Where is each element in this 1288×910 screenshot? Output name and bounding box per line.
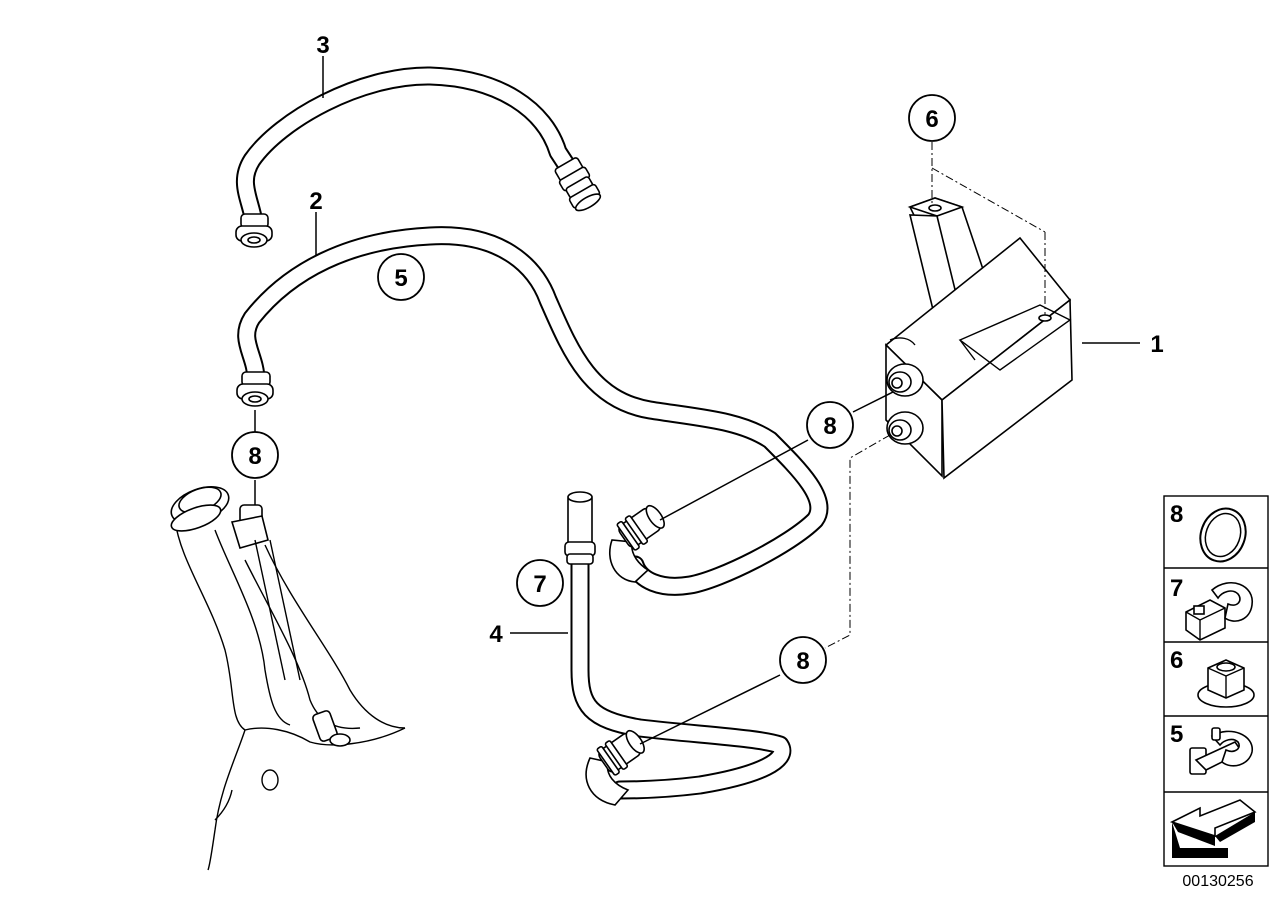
callout-circle-8-left: 8 [231,431,279,479]
hose-2[interactable] [236,226,829,596]
clip-bracket-icon [1185,581,1253,641]
svg-text:8: 8 [796,648,809,675]
svg-text:5: 5 [1170,721,1183,748]
holder-clip-icon [1189,727,1253,775]
callout-1: 1 [1150,331,1163,358]
callout-circle-8-mid: 8 [806,401,854,449]
svg-text:7: 7 [1170,575,1183,602]
callout-3: 3 [316,32,329,59]
callout-circle-7: 7 [516,559,564,607]
legend-panel: 8 7 6 [1163,495,1269,867]
callout-circle-5: 5 [377,253,425,301]
leader-lines [254,56,1140,745]
svg-text:8: 8 [248,443,261,470]
legend-item-5[interactable]: 5 [1170,721,1253,775]
legend-item-6[interactable]: 6 [1170,647,1255,708]
filler-neck-assembly [170,485,406,871]
oil-cooler[interactable] [884,197,1073,480]
svg-text:6: 6 [1170,647,1183,674]
cooler-port-lower [886,411,924,445]
callout-circle-8-low: 8 [779,636,827,684]
legend-item-7[interactable]: 7 [1170,575,1253,641]
callout-4: 4 [489,621,503,648]
dash-lines [824,142,1046,649]
svg-text:8: 8 [823,413,836,440]
diagram-number: 00130256 [1182,873,1253,890]
svg-text:7: 7 [533,571,546,598]
svg-text:5: 5 [394,265,407,292]
hose-3[interactable] [235,66,603,248]
svg-text:8: 8 [1170,501,1183,528]
cooler-port-upper [886,363,924,397]
svg-text:6: 6 [925,106,938,133]
hose-4[interactable] [564,491,792,806]
callout-circle-6: 6 [908,94,956,142]
return-arrow-icon [1169,799,1257,858]
legend-item-8[interactable]: 8 [1170,501,1253,568]
return-arrow-button[interactable] [1169,799,1257,858]
callout-2: 2 [309,188,322,215]
o-ring-icon [1199,507,1247,563]
hex-nut-icon [1197,659,1255,708]
